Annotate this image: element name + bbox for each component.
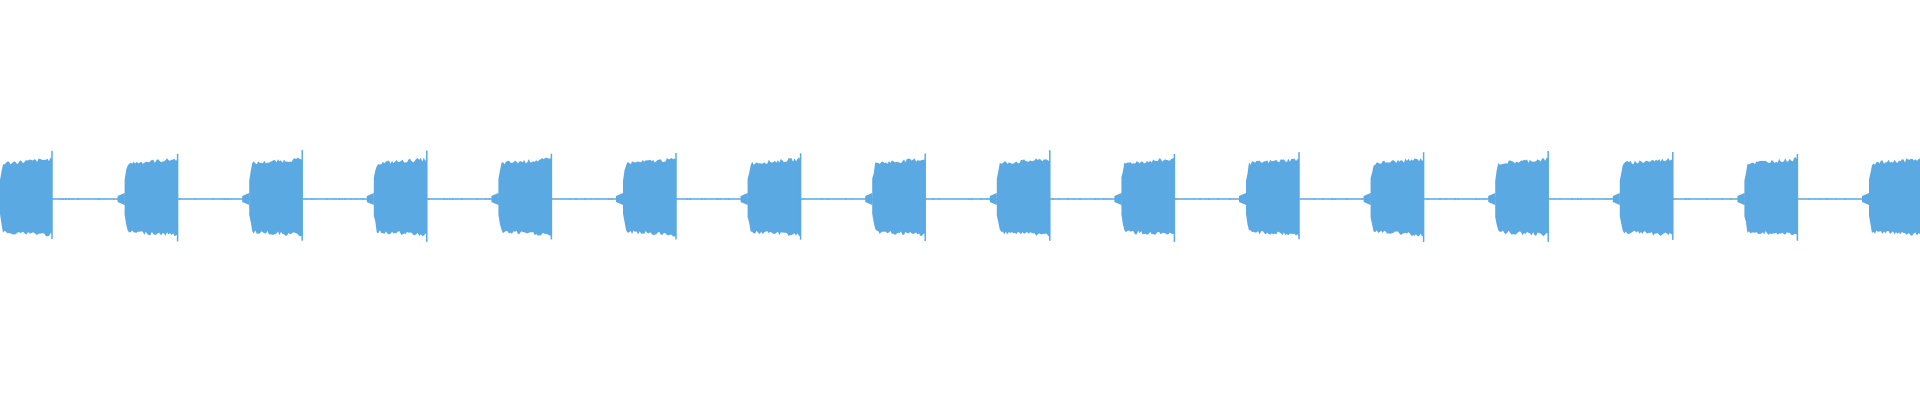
waveform-burst-12	[1363, 152, 1425, 243]
waveform-burst-2	[117, 153, 179, 242]
waveform-burst-6	[616, 152, 677, 240]
waveform-burst-16	[1862, 158, 1920, 236]
waveform-burst-8	[865, 153, 926, 241]
waveform-burst-13	[1488, 150, 1549, 242]
waveform-burst-7	[740, 153, 802, 240]
waveform-burst-9	[989, 150, 1051, 241]
waveform-burst-15	[1737, 153, 1799, 241]
waveform-burst-1	[0, 150, 53, 240]
waveform-burst-5	[491, 153, 553, 240]
waveform-burst-14	[1612, 152, 1674, 240]
waveform-burst-3	[242, 150, 303, 241]
waveform-burst-11	[1239, 152, 1300, 240]
waveform-burst-10	[1114, 153, 1176, 242]
waveform-burst-4	[366, 150, 428, 242]
